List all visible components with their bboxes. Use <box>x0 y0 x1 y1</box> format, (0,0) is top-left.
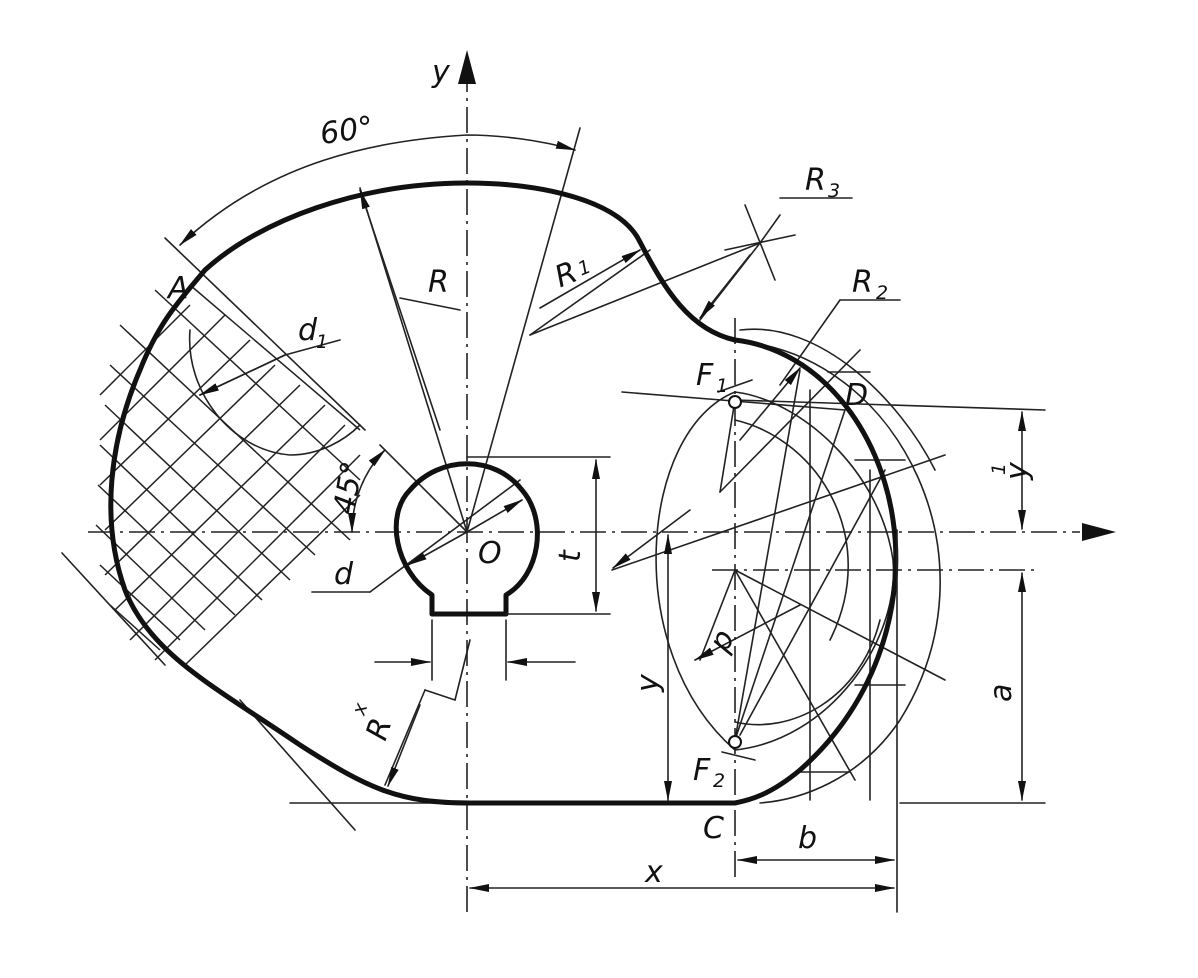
label-rx-sub: x <box>348 700 373 719</box>
y-axis-arrowhead <box>458 50 476 84</box>
axes <box>88 50 1116 912</box>
label-f1-sub: 1 <box>716 375 728 397</box>
label-y1-sub: 1 <box>988 463 1010 475</box>
label-f2: F <box>693 753 711 788</box>
label-y1: y <box>1000 461 1035 481</box>
hatching <box>61 237 366 831</box>
label-d-point: D <box>845 378 868 413</box>
d1-arc <box>188 329 361 456</box>
label-b: b <box>798 821 817 856</box>
focus-f2-point <box>728 735 742 749</box>
label-axis-y: y <box>431 55 451 90</box>
label-r2-sub: 2 <box>876 282 888 304</box>
label-d1-sub: 1 <box>316 331 328 353</box>
label-d1: d <box>298 313 318 348</box>
label-angle-60: 60° <box>318 110 376 152</box>
label-t: t <box>553 549 588 562</box>
label-f2-sub: 2 <box>713 770 725 792</box>
outer-contour <box>108 180 899 806</box>
construction-lines <box>199 127 1046 804</box>
label-x: x <box>644 855 663 890</box>
label-a-point: A <box>166 271 189 306</box>
label-rx: R <box>360 714 400 745</box>
label-d: d <box>334 557 354 592</box>
label-y: y <box>631 673 666 693</box>
label-a: a <box>984 684 1019 702</box>
focus-f1-point <box>728 395 742 409</box>
label-angle-45: 45° <box>327 459 371 517</box>
labels: y 60° R 3 R 2 R 1 R A d 1 45° O d t R x … <box>166 55 1035 890</box>
dim-60-arc <box>179 134 576 246</box>
x-axis-arrowhead <box>1082 523 1116 541</box>
label-r: R <box>428 265 449 300</box>
label-r3-sub: 3 <box>828 180 840 202</box>
ellipse-construction <box>655 328 941 804</box>
dimensions <box>179 134 1046 913</box>
label-r2: R <box>852 265 873 300</box>
cam-contour <box>108 180 899 806</box>
hub-keyway <box>393 461 540 617</box>
label-f1: F <box>696 358 714 393</box>
label-r3: R <box>805 163 826 198</box>
label-o-center: O <box>478 536 502 571</box>
label-c-point: C <box>703 811 724 846</box>
